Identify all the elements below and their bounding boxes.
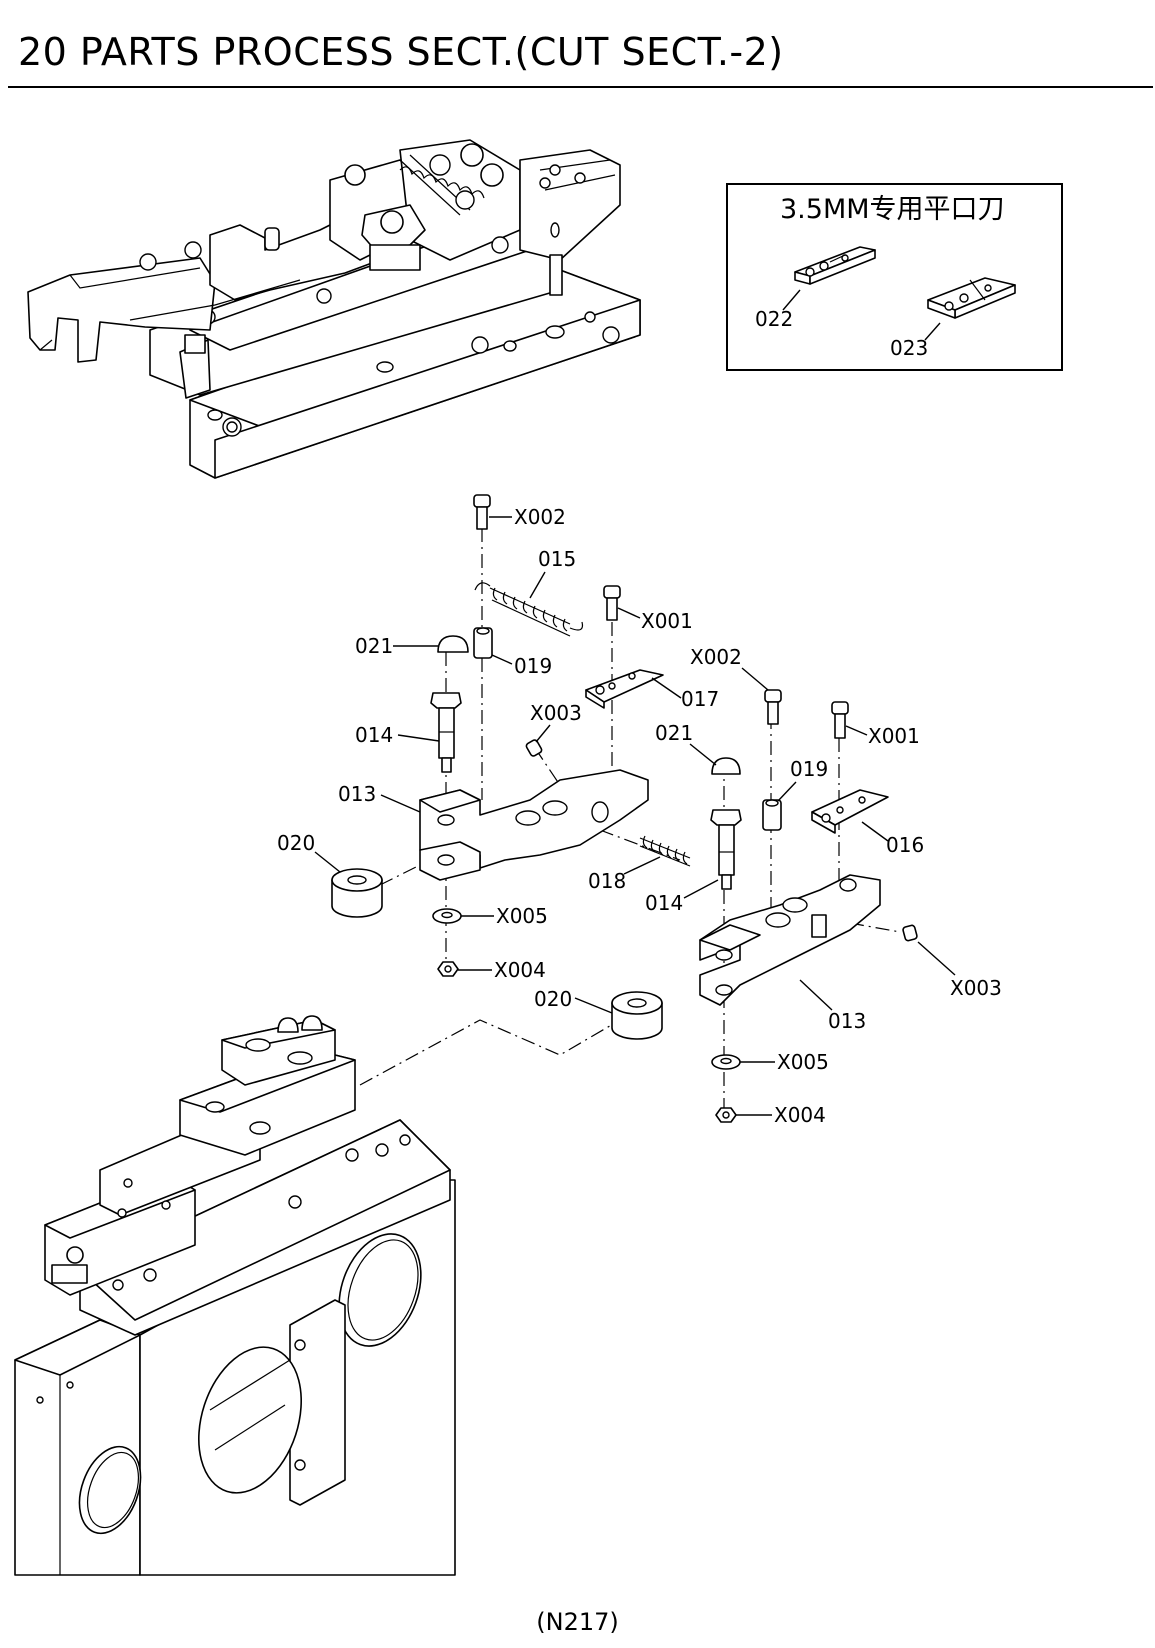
roller-bearing-020-right-icon [612, 992, 662, 1039]
compression-spring-018-icon [640, 836, 690, 866]
callout-x002-right: X002 [690, 645, 742, 669]
callout-021-right: 021 [655, 721, 693, 745]
blade-inset: 3.5MM专用平口刀 022 023 [727, 184, 1062, 370]
callout-022: 022 [755, 307, 793, 331]
inset-title: 3.5MM专用平口刀 [780, 194, 1005, 225]
callout-014-right: 014 [645, 891, 683, 915]
callout-x003-right: X003 [950, 976, 1002, 1000]
callout-x004-right: X004 [774, 1103, 826, 1127]
callout-013-right: 013 [828, 1009, 866, 1033]
cap-nut-021-icon [438, 636, 468, 652]
page-code: (N217) [0, 1608, 1155, 1636]
set-screw-x003-right-icon [902, 925, 917, 942]
callout-x004-left: X004 [494, 958, 546, 982]
callout-013-left: 013 [338, 782, 376, 806]
blade-016-icon [812, 790, 888, 833]
callout-x005-left: X005 [496, 904, 548, 928]
callout-x002: X002 [514, 505, 566, 529]
callout-x001-left: X001 [641, 609, 693, 633]
callout-019-right: 019 [790, 757, 828, 781]
blade-017-icon [586, 670, 663, 708]
callout-x001-right: X001 [868, 724, 920, 748]
flat-blade-023-icon [928, 278, 1015, 318]
bushing-019-icon [474, 628, 492, 658]
flat-blade-022-icon [795, 247, 875, 284]
set-screw-x003-icon [525, 739, 542, 757]
shoulder-bolt-014-icon [431, 693, 461, 772]
callout-021-left: 021 [355, 634, 393, 658]
callout-014-left: 014 [355, 723, 393, 747]
screw-x001-right-icon [832, 702, 848, 738]
washer-x005-icon [433, 909, 461, 923]
hex-nut-x004-right-icon [716, 1108, 736, 1122]
callout-016: 016 [886, 833, 924, 857]
callout-018: 018 [588, 869, 626, 893]
callout-017: 017 [681, 687, 719, 711]
callout-020-right: 020 [534, 987, 572, 1011]
roller-bearing-020-icon [332, 869, 382, 917]
callout-x003-left: X003 [530, 701, 582, 725]
machine-base-icon [15, 1016, 455, 1575]
hex-nut-x004-icon [438, 962, 458, 976]
callout-x005-right: X005 [777, 1050, 829, 1074]
cap-nut-021-right-icon [712, 758, 740, 774]
cutter-assembly-icon [28, 140, 640, 478]
lever-013-icon [420, 770, 648, 880]
screw-x002-icon [474, 495, 490, 529]
callout-019-left: 019 [514, 654, 552, 678]
bushing-019-right-icon [763, 800, 781, 830]
callout-015: 015 [538, 547, 576, 571]
callout-020-left: 020 [277, 831, 315, 855]
lever-013-right-icon [700, 875, 880, 1005]
washer-x005-right-icon [712, 1055, 740, 1069]
shoulder-bolt-014-right-icon [711, 810, 741, 889]
screw-x002-right-icon [765, 690, 781, 724]
screw-x001-icon [604, 586, 620, 620]
callout-023: 023 [890, 336, 928, 360]
